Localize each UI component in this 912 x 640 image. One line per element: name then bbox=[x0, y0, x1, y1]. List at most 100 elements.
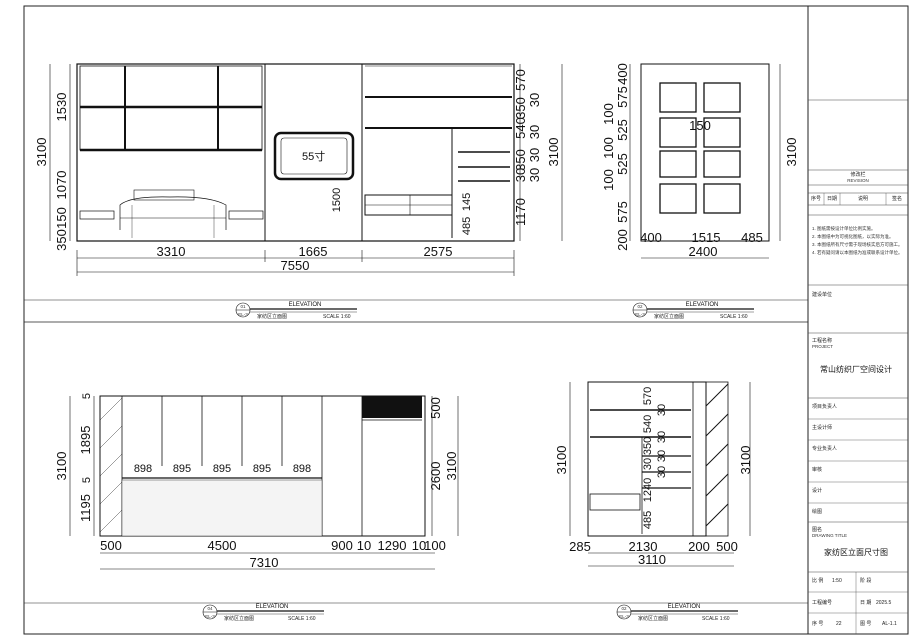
caption-02b-id: 02 bbox=[621, 606, 627, 611]
e1-bottom-total: 7550 bbox=[281, 258, 310, 273]
e1-left-dim-1530: 1530 bbox=[54, 93, 69, 122]
role-discipline-lead: 专业负责人 bbox=[812, 445, 837, 452]
e1-right-30c: 30 bbox=[527, 148, 542, 162]
e3-drawer-4: 895 bbox=[253, 463, 271, 475]
title-block: 修改栏 REVISION 序号 日期 说明 签名 1. 图纸需按设计单位比例实施… bbox=[808, 99, 908, 634]
caption-02-name: 家纺区立面图 bbox=[654, 313, 684, 320]
caption-04-heading: ELEVATION bbox=[256, 604, 289, 610]
e1-left-dim-1070: 1070 bbox=[54, 171, 69, 200]
elevation-02-drawing bbox=[640, 63, 770, 242]
e1-left-dim-150: 150 bbox=[54, 207, 69, 229]
project-name-label: 工程名称 bbox=[812, 337, 832, 344]
note-2: 2. 本图纸中为可视化图纸，以实际为准。 bbox=[812, 233, 894, 240]
rev-header-sign: 签名 bbox=[892, 195, 902, 202]
revision-label: 修改栏 bbox=[850, 171, 865, 178]
caption-01-heading: ELEVATION bbox=[289, 302, 322, 308]
e3-left-5b: 5 bbox=[81, 477, 93, 483]
role-review: 审核 bbox=[812, 466, 822, 473]
e2-dim-575a: 575 bbox=[615, 86, 630, 108]
e2-dim-100c: 100 bbox=[601, 169, 616, 191]
e3-bottom-500: 500 bbox=[100, 538, 122, 553]
e3-bottom-1290: 1290 bbox=[378, 538, 407, 553]
e1-right-30b: 30 bbox=[527, 125, 542, 139]
e3-left-1895: 1895 bbox=[78, 426, 93, 455]
caption-02b-name: 家纺区立面图 bbox=[638, 615, 668, 622]
view-caption-04: 04 EL-3 ELEVATION 家纺区立面图 SCALE 1:60 bbox=[202, 604, 324, 622]
e4-bottom-200: 200 bbox=[688, 539, 710, 554]
e4-dim-350: 350 bbox=[642, 437, 654, 455]
rev-header-no: 序号 bbox=[811, 195, 821, 202]
e4-dim-30e: 30 bbox=[642, 458, 654, 470]
drawing-no-value: AL-1.1 bbox=[882, 621, 897, 627]
elevation-04-drawing bbox=[99, 395, 426, 537]
caption-04-name: 家纺区立面图 bbox=[224, 615, 254, 622]
e1-right-1170: 1170 bbox=[513, 198, 528, 226]
sheet-label: 序 号 bbox=[812, 620, 823, 627]
e3-drawer-5: 898 bbox=[293, 463, 311, 475]
caption-04-ref: EL-3 bbox=[205, 614, 215, 619]
e3-left-1195: 1195 bbox=[78, 494, 93, 522]
e1-right-350b: 350 bbox=[513, 149, 528, 171]
elevation-02b-dim-lines bbox=[569, 382, 751, 567]
caption-02b-ref: EL-3 bbox=[619, 614, 629, 619]
e1-right-30d: 30 bbox=[513, 168, 528, 182]
e2-right-total: 3100 bbox=[784, 138, 799, 167]
company-label: 建设单位 bbox=[812, 291, 832, 298]
e2-bottom-485: 485 bbox=[741, 230, 763, 245]
e2-bottom-1515: 1515 bbox=[692, 230, 721, 245]
e1-tv-label: 55寸 bbox=[302, 149, 325, 163]
e2-dim-575b: 575 bbox=[615, 201, 630, 223]
e4-bottom-500: 500 bbox=[716, 539, 738, 554]
e3-bottom-10a: 10 bbox=[357, 538, 371, 553]
e4-dim-485: 485 bbox=[642, 511, 654, 529]
rev-header-date: 日期 bbox=[827, 196, 837, 202]
elevation-01-drawing bbox=[76, 63, 515, 242]
e1-right-total: 3100 bbox=[546, 138, 561, 167]
e3-bottom-total: 7310 bbox=[250, 555, 279, 570]
e4-right-total: 3100 bbox=[738, 446, 753, 475]
caption-04-id: 04 bbox=[207, 606, 213, 611]
scale-label: 比 例 bbox=[812, 577, 823, 584]
e2-bottom-400: 400 bbox=[640, 230, 662, 245]
caption-02-id: 02 bbox=[637, 304, 643, 309]
e3-drawer-1: 898 bbox=[134, 463, 152, 475]
e1-tv-height: 1500 bbox=[331, 188, 343, 212]
e4-bottom-total: 3110 bbox=[638, 552, 666, 567]
e3-bottom-4500: 4500 bbox=[208, 538, 237, 553]
e4-left-total: 3100 bbox=[554, 446, 569, 475]
e3-right-2600: 2600 bbox=[428, 462, 443, 491]
e4-dim-30b: 30 bbox=[656, 431, 668, 443]
e3-bottom-100: 100 bbox=[424, 538, 446, 553]
e1-bottom-1665: 1665 bbox=[299, 244, 328, 259]
date-value: 2025.5 bbox=[876, 600, 892, 606]
e4-dim-570: 570 bbox=[642, 387, 654, 405]
e1-right-540: 540 bbox=[513, 117, 528, 139]
e3-drawer-2: 895 bbox=[173, 463, 191, 475]
e2-dim-200: 200 bbox=[615, 229, 630, 251]
caption-01-ref: EL-3 bbox=[238, 312, 248, 317]
e3-right-500: 500 bbox=[428, 397, 443, 419]
e4-bottom-285: 285 bbox=[569, 539, 591, 554]
revision-sub: REVISION bbox=[847, 178, 869, 183]
drawing-no-label: 图 号 bbox=[860, 621, 871, 627]
e3-bottom-10b: 10 bbox=[412, 538, 426, 553]
caption-02-scale: SCALE 1:60 bbox=[720, 314, 748, 320]
elevation-04-labels: 5 1895 5 1195 3100 898 895 895 895 898 5… bbox=[54, 393, 459, 570]
elevation-02-dim-lines bbox=[629, 64, 781, 259]
e4-dim-1240: 1240 bbox=[642, 478, 654, 502]
e2-dim-100a: 100 bbox=[601, 103, 616, 125]
e1-bottom-2575: 2575 bbox=[424, 244, 453, 259]
caption-02-ref: EL-3 bbox=[635, 312, 645, 317]
date-label: 日 期 bbox=[860, 600, 871, 606]
e3-bottom-900: 900 bbox=[331, 538, 353, 553]
e2-dim-400: 400 bbox=[615, 63, 630, 85]
elevation-02b-labels: 3100 3100 570 30 540 30 350 30 30 30 124… bbox=[554, 387, 753, 567]
role-project-lead: 项目负责人 bbox=[812, 403, 837, 410]
e3-left-total: 3100 bbox=[54, 452, 69, 481]
role-design: 设计 bbox=[812, 487, 822, 494]
caption-01-scale: SCALE 1:60 bbox=[323, 314, 351, 320]
e3-left-5a: 5 bbox=[81, 393, 93, 399]
e1-right-30e: 30 bbox=[527, 168, 542, 182]
drawing-title-sub: DRAWING TITLE bbox=[812, 533, 847, 538]
